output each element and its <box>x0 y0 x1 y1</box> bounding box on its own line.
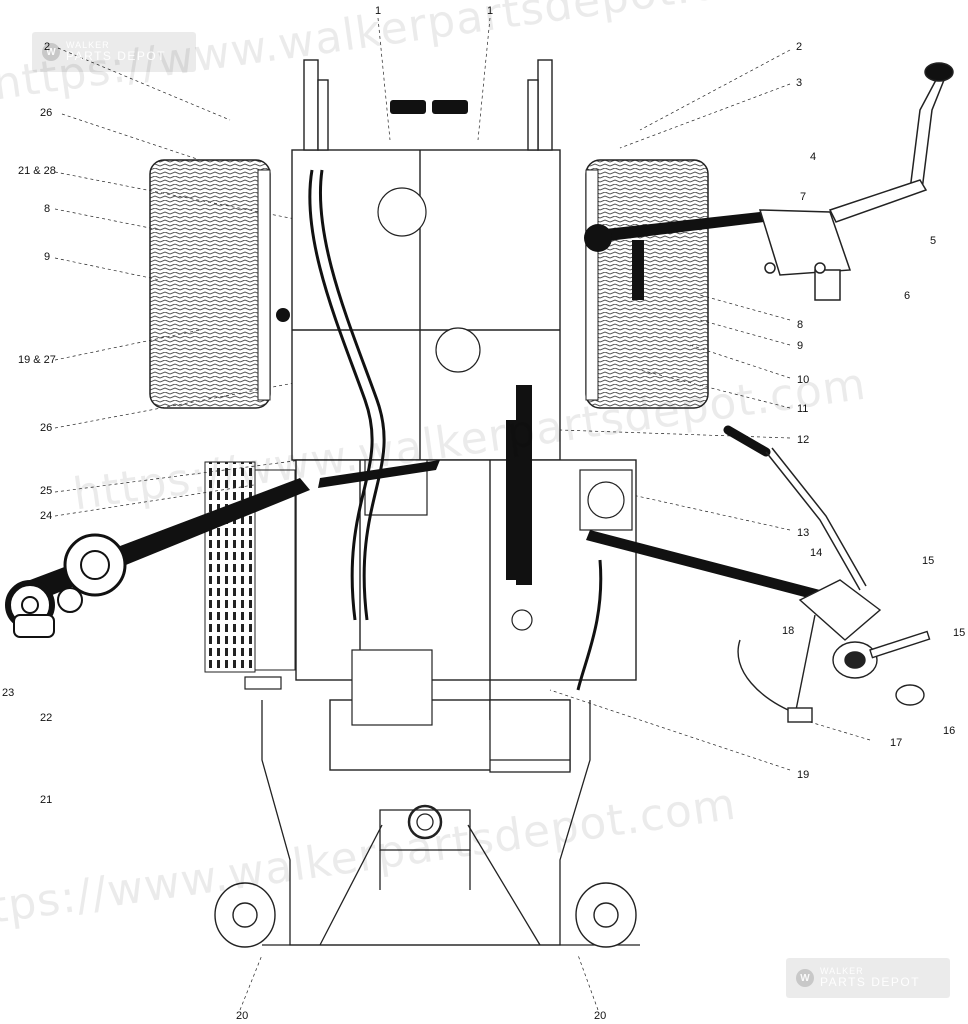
walker-logo-icon: W <box>796 969 814 987</box>
callout-14: 14 <box>810 547 823 559</box>
callout-5: 5 <box>930 235 937 247</box>
watermark-badge: W WALKER PARTS DEPOT <box>786 958 950 998</box>
callout-26: 26 <box>40 422 53 434</box>
callout-21-28: 21 & 28 <box>18 165 56 177</box>
badge-line2: PARTS DEPOT <box>66 49 167 64</box>
badge-line2: PARTS DEPOT <box>820 975 921 990</box>
caster-wheels <box>214 882 637 948</box>
callout-6: 6 <box>904 290 911 302</box>
callout-16: 16 <box>943 725 956 737</box>
handle-grips <box>390 100 468 114</box>
callout-18: 18 <box>782 625 795 637</box>
pulley-belt-assembly <box>5 478 310 638</box>
callout-19: 19 <box>797 769 810 781</box>
callout-11: 11 <box>797 403 809 415</box>
callout-19-27: 19 & 27 <box>18 354 56 366</box>
callout-3: 3 <box>796 77 803 89</box>
callout-9: 9 <box>797 340 804 352</box>
callout-8: 8 <box>797 319 804 331</box>
callout-12: 12 <box>797 434 810 446</box>
steering-lever <box>723 425 867 591</box>
badge-line1: WALKER <box>820 965 864 976</box>
main-frame <box>291 149 637 771</box>
callout-24: 24 <box>40 510 53 522</box>
shift-lever-assembly <box>758 62 954 301</box>
callout-25: 25 <box>40 485 53 497</box>
callout-23: 23 <box>2 687 15 699</box>
callout-17: 17 <box>890 737 903 749</box>
walker-logo-icon: W <box>42 43 60 61</box>
hydraulic-hoses <box>308 169 603 691</box>
callout-22: 22 <box>40 712 53 724</box>
control-knob <box>584 224 612 252</box>
callout-7: 7 <box>800 191 807 203</box>
callout-10: 10 <box>797 374 810 386</box>
callout-15: 15 <box>922 555 935 567</box>
badge-line1: WALKER <box>66 39 110 50</box>
callout-15: 15 <box>953 627 966 639</box>
control-linkage <box>737 579 931 723</box>
left-rear-tire <box>149 159 271 409</box>
callout-1: 1 <box>487 5 494 17</box>
callout-26: 26 <box>40 107 53 119</box>
callout-4: 4 <box>810 151 817 163</box>
callout-9: 9 <box>44 251 51 263</box>
right-rear-tire <box>585 159 709 409</box>
watermark-badge: W WALKER PARTS DEPOT <box>32 32 196 72</box>
callout-2: 2 <box>44 41 51 53</box>
belt-bands <box>318 212 820 600</box>
callout-2: 2 <box>796 41 803 53</box>
leader-lines <box>54 17 871 1011</box>
callout-8: 8 <box>44 203 51 215</box>
callout-13: 13 <box>797 527 810 539</box>
callout-20: 20 <box>236 1010 249 1022</box>
callout-20: 20 <box>594 1010 607 1022</box>
callout-21: 21 <box>40 794 53 806</box>
upright-posts <box>303 59 553 151</box>
lower-deck <box>261 699 640 946</box>
callout-1: 1 <box>375 5 382 17</box>
